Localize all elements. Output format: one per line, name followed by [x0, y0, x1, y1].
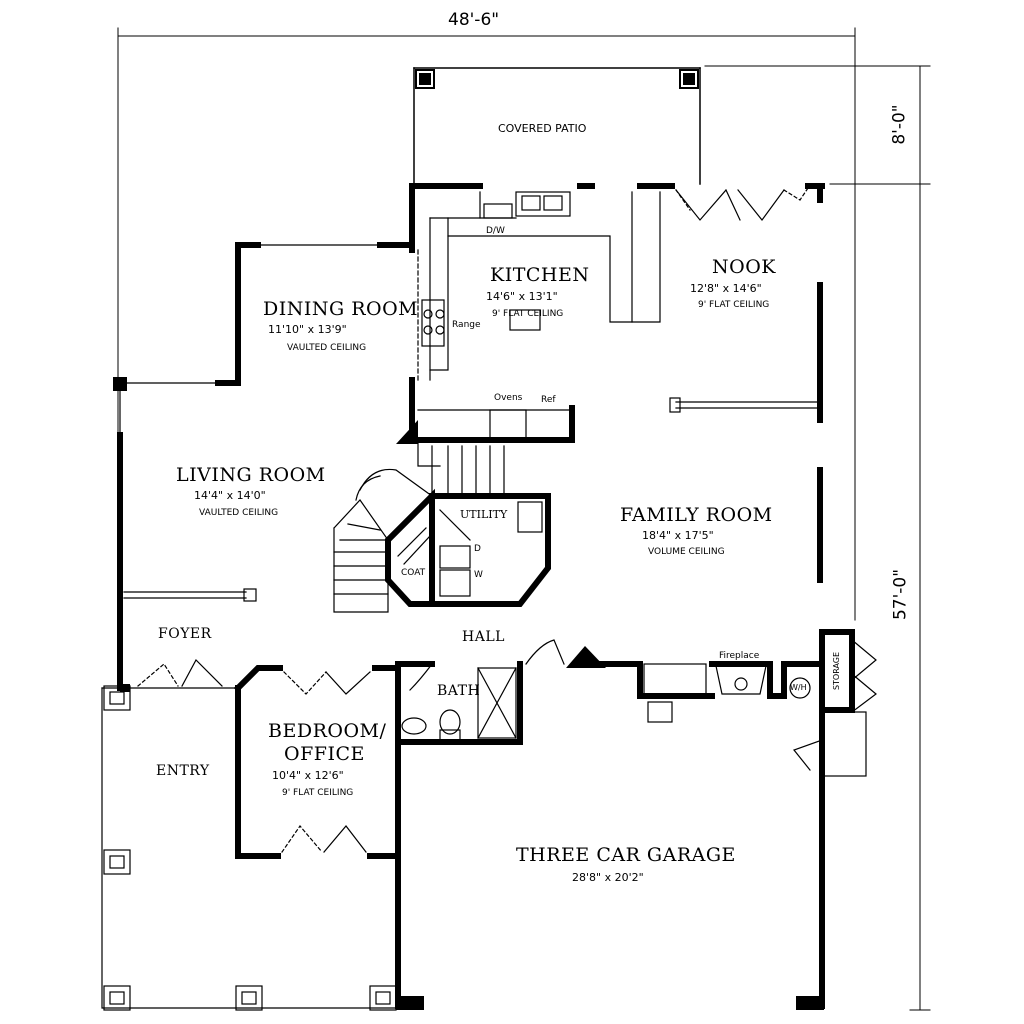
overall-depth-dimension: 57'-0"	[890, 568, 911, 621]
bedroom-label-line2: OFFICE	[284, 743, 365, 765]
covered-patio-outline	[413, 67, 701, 185]
fireplace-label: Fireplace	[719, 651, 760, 661]
patio-posts	[415, 69, 699, 89]
storage-label: STORAGE	[832, 651, 841, 691]
nook-ceiling: 9' FLAT CEILING	[698, 300, 770, 310]
walls	[113, 183, 855, 1009]
family-room-label: FAMILY ROOM	[620, 504, 773, 526]
refrigerator-label: Ref	[541, 395, 556, 405]
family-room-size: 18'4" x 17'5"	[642, 529, 714, 542]
living-room-ceiling: VAULTED CEILING	[199, 508, 279, 518]
garage-size: 28'8" x 20'2"	[572, 871, 644, 884]
entry-label: ENTRY	[156, 763, 210, 779]
nook-label: NOOK	[712, 256, 776, 278]
living-room-label: LIVING ROOM	[176, 464, 326, 486]
kitchen-label: KITCHEN	[490, 264, 590, 286]
kitchen-ceiling: 9' FLAT CEILING	[492, 309, 564, 319]
dryer-label: D	[474, 544, 481, 554]
nook-size: 12'8" x 14'6"	[690, 282, 762, 295]
dining-room-label: DINING ROOM	[263, 298, 419, 320]
living-room-size: 14'4" x 14'0"	[194, 489, 266, 502]
foyer-label: FOYER	[158, 626, 212, 642]
utility-label: UTILITY	[460, 508, 508, 521]
bedroom-ceiling: 9' FLAT CEILING	[282, 788, 354, 798]
hall-label: HALL	[462, 629, 505, 645]
kitchen-size: 14'6" x 13'1"	[486, 290, 558, 303]
ovens-label: Ovens	[494, 393, 523, 403]
bedroom-label-line1: BEDROOM/	[268, 720, 387, 742]
garage-label: THREE CAR GARAGE	[516, 844, 736, 866]
family-room-ceiling: VOLUME CEILING	[648, 547, 725, 557]
covered-patio-label: COVERED PATIO	[498, 122, 587, 135]
washer-label: W	[474, 570, 483, 580]
dining-room-size: 11'10" x 13'9"	[268, 323, 347, 336]
overall-width-dimension: 48'-6"	[448, 10, 500, 30]
coat-closet-label: COAT	[401, 568, 426, 578]
patio-depth-dimension: 8'-0"	[889, 104, 910, 145]
dishwasher-label: D/W	[486, 226, 505, 236]
range-label: Range	[452, 320, 481, 330]
bedroom-size: 10'4" x 12'6"	[272, 769, 344, 782]
thin-outlines	[101, 187, 877, 1011]
dining-room-ceiling: VAULTED CEILING	[287, 343, 367, 353]
water-heater-label: W/H	[790, 683, 807, 692]
wall-corners	[120, 420, 824, 1010]
bath-label: BATH	[437, 683, 481, 699]
